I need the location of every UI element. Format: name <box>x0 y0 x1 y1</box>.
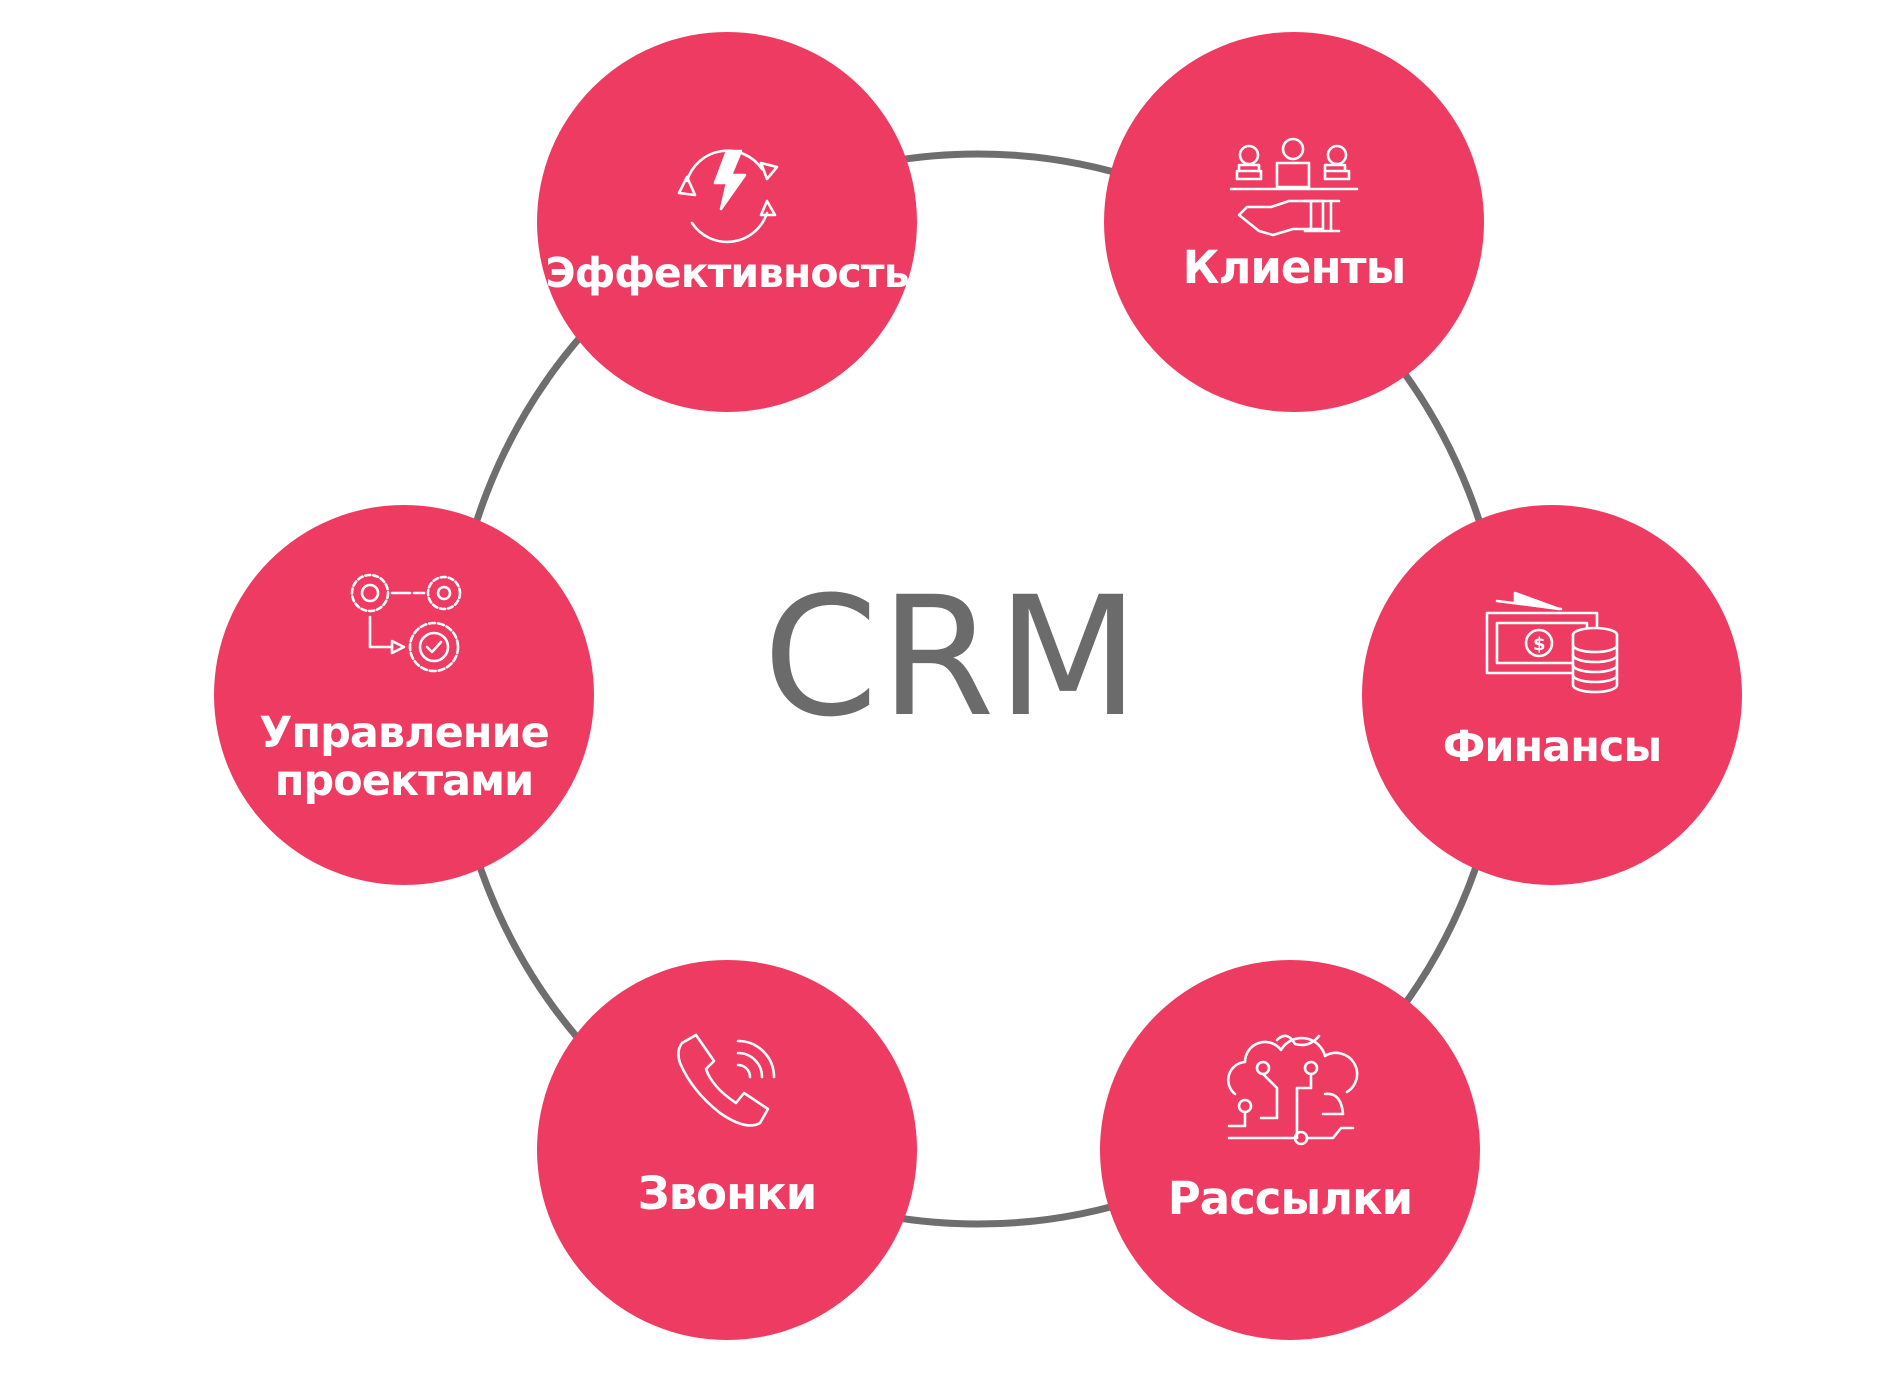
node-projects-label-line1: Управление <box>259 707 550 758</box>
node-clients: Клиенты <box>1104 32 1484 412</box>
money-coins-icon: $ <box>1485 591 1619 694</box>
node-finance: $ Финансы <box>1362 505 1742 885</box>
cloud-network-icon <box>1226 1034 1359 1146</box>
node-efficiency-label: Эффективность <box>545 249 909 298</box>
center-title: CRM <box>762 561 1142 753</box>
phone-call-icon <box>677 1033 776 1127</box>
node-clients-label: Клиенты <box>1182 240 1407 294</box>
node-finance-label: Финансы <box>1442 721 1663 772</box>
node-projects: Управление проектами <box>214 505 594 885</box>
lightning-cycle-icon <box>677 149 779 244</box>
node-mailing: Рассылки <box>1100 960 1480 1340</box>
gears-workflow-icon <box>350 573 462 673</box>
people-hand-icon <box>1229 137 1359 237</box>
node-calls: Звонки <box>537 960 917 1340</box>
node-mailing-label: Рассылки <box>1167 1171 1413 1225</box>
svg-text:$: $ <box>1533 634 1546 655</box>
node-projects-label-line2: проектами <box>274 756 535 806</box>
node-efficiency: Эффективность <box>537 32 917 412</box>
node-calls-label: Звонки <box>637 1166 818 1220</box>
